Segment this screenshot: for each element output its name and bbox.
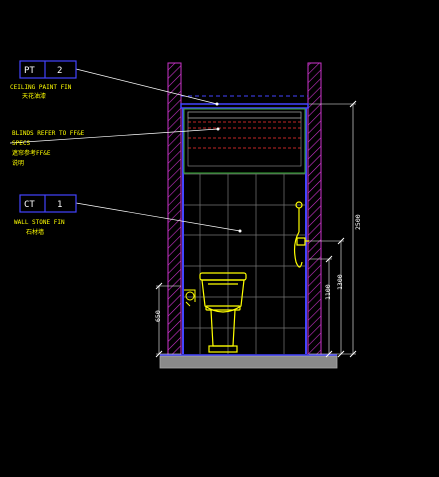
dimension-ticks [155, 100, 357, 358]
leader-lines [9, 68, 241, 232]
wall-tile-grid [184, 173, 305, 354]
blinds-note-en-2: SPECS [12, 140, 30, 147]
tag-blinds: BLINDS REFER TO FF&E SPECS 遮帘参考FF&E 说明 [12, 130, 85, 167]
window-blinds [183, 108, 306, 174]
leader-dots [215, 102, 242, 233]
dimension-lines [156, 103, 356, 355]
toilet-paper-holder [184, 289, 196, 307]
dim-total-height: 2500 [354, 214, 362, 230]
dim-tp-height: 650 [154, 310, 162, 322]
tag-pt-note-en: CEILING PAINT FIN [10, 84, 72, 91]
toilet-fixture [199, 272, 247, 353]
tag-ct-number: 1 [57, 200, 62, 210]
tag-ct-note-cn: 石材墙 [26, 228, 44, 236]
tag-ct-code: CT [24, 200, 35, 210]
tag-pt: PT 2 CEILING PAINT FIN 天花油漆 [10, 60, 77, 100]
floor-slab [159, 354, 338, 369]
tag-pt-number: 2 [57, 66, 62, 76]
ceiling-zone [180, 95, 309, 354]
blinds-note-en-1: BLINDS REFER TO FF&E [12, 130, 85, 137]
tag-pt-code: PT [24, 66, 35, 76]
blinds-note-cn-1: 遮帘参考FF&E [12, 149, 51, 157]
tag-ct: CT 1 WALL STONE FIN 石材墙 [14, 194, 77, 236]
tag-pt-note-cn: 天花油漆 [22, 92, 46, 100]
dim-mixer-height: 1100 [324, 284, 332, 300]
left-wall [167, 62, 182, 356]
right-wall [307, 62, 322, 356]
dim-shower-height: 1300 [336, 274, 344, 290]
blinds-note-cn-2: 说明 [12, 159, 24, 167]
tag-ct-note-en: WALL STONE FIN [14, 219, 65, 226]
hand-shower [293, 201, 309, 268]
